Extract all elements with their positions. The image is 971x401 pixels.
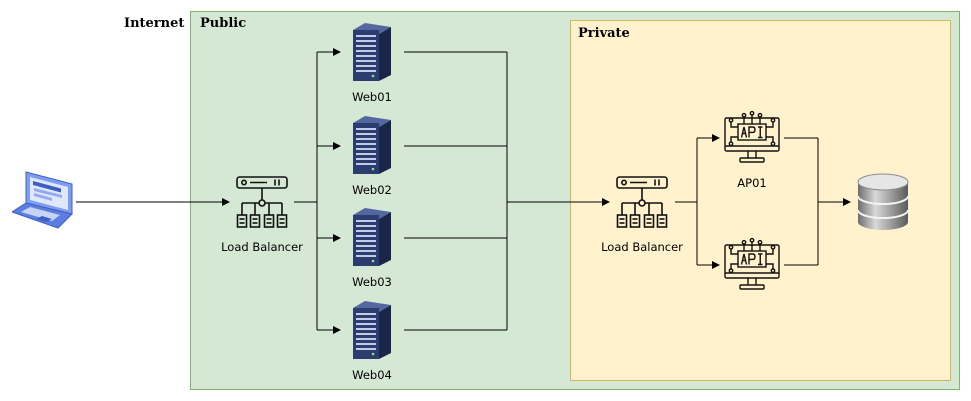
web02-server-icon (348, 114, 396, 180)
database-icon (855, 172, 911, 238)
public-zone-title: Public (200, 16, 247, 31)
private-load-balancer-icon (614, 175, 670, 235)
public-load-balancer-icon (234, 175, 290, 235)
web01-label: Web01 (352, 90, 392, 104)
private-load-balancer-label: Load Balancer (601, 240, 683, 254)
api01-monitor-icon (722, 110, 782, 170)
web02-label: Web02 (352, 183, 392, 197)
public-load-balancer-label: Load Balancer (221, 240, 303, 254)
lb-to-web-trunk (294, 52, 318, 330)
web03-server-icon (348, 206, 396, 272)
api01-label: AP01 (737, 176, 767, 190)
private-lb-to-api-trunk (675, 138, 698, 265)
laptop-icon (10, 170, 76, 236)
private-zone-title: Private (578, 26, 630, 41)
web01-server-icon (348, 21, 396, 87)
web04-label: Web04 (352, 368, 392, 382)
internet-zone-title: Internet (124, 16, 185, 31)
web-to-private-lb-bus (404, 51, 508, 331)
api-to-db-bus (784, 137, 819, 266)
api02-monitor-icon (722, 237, 782, 297)
web04-server-icon (348, 299, 396, 365)
web03-label: Web03 (352, 275, 392, 289)
